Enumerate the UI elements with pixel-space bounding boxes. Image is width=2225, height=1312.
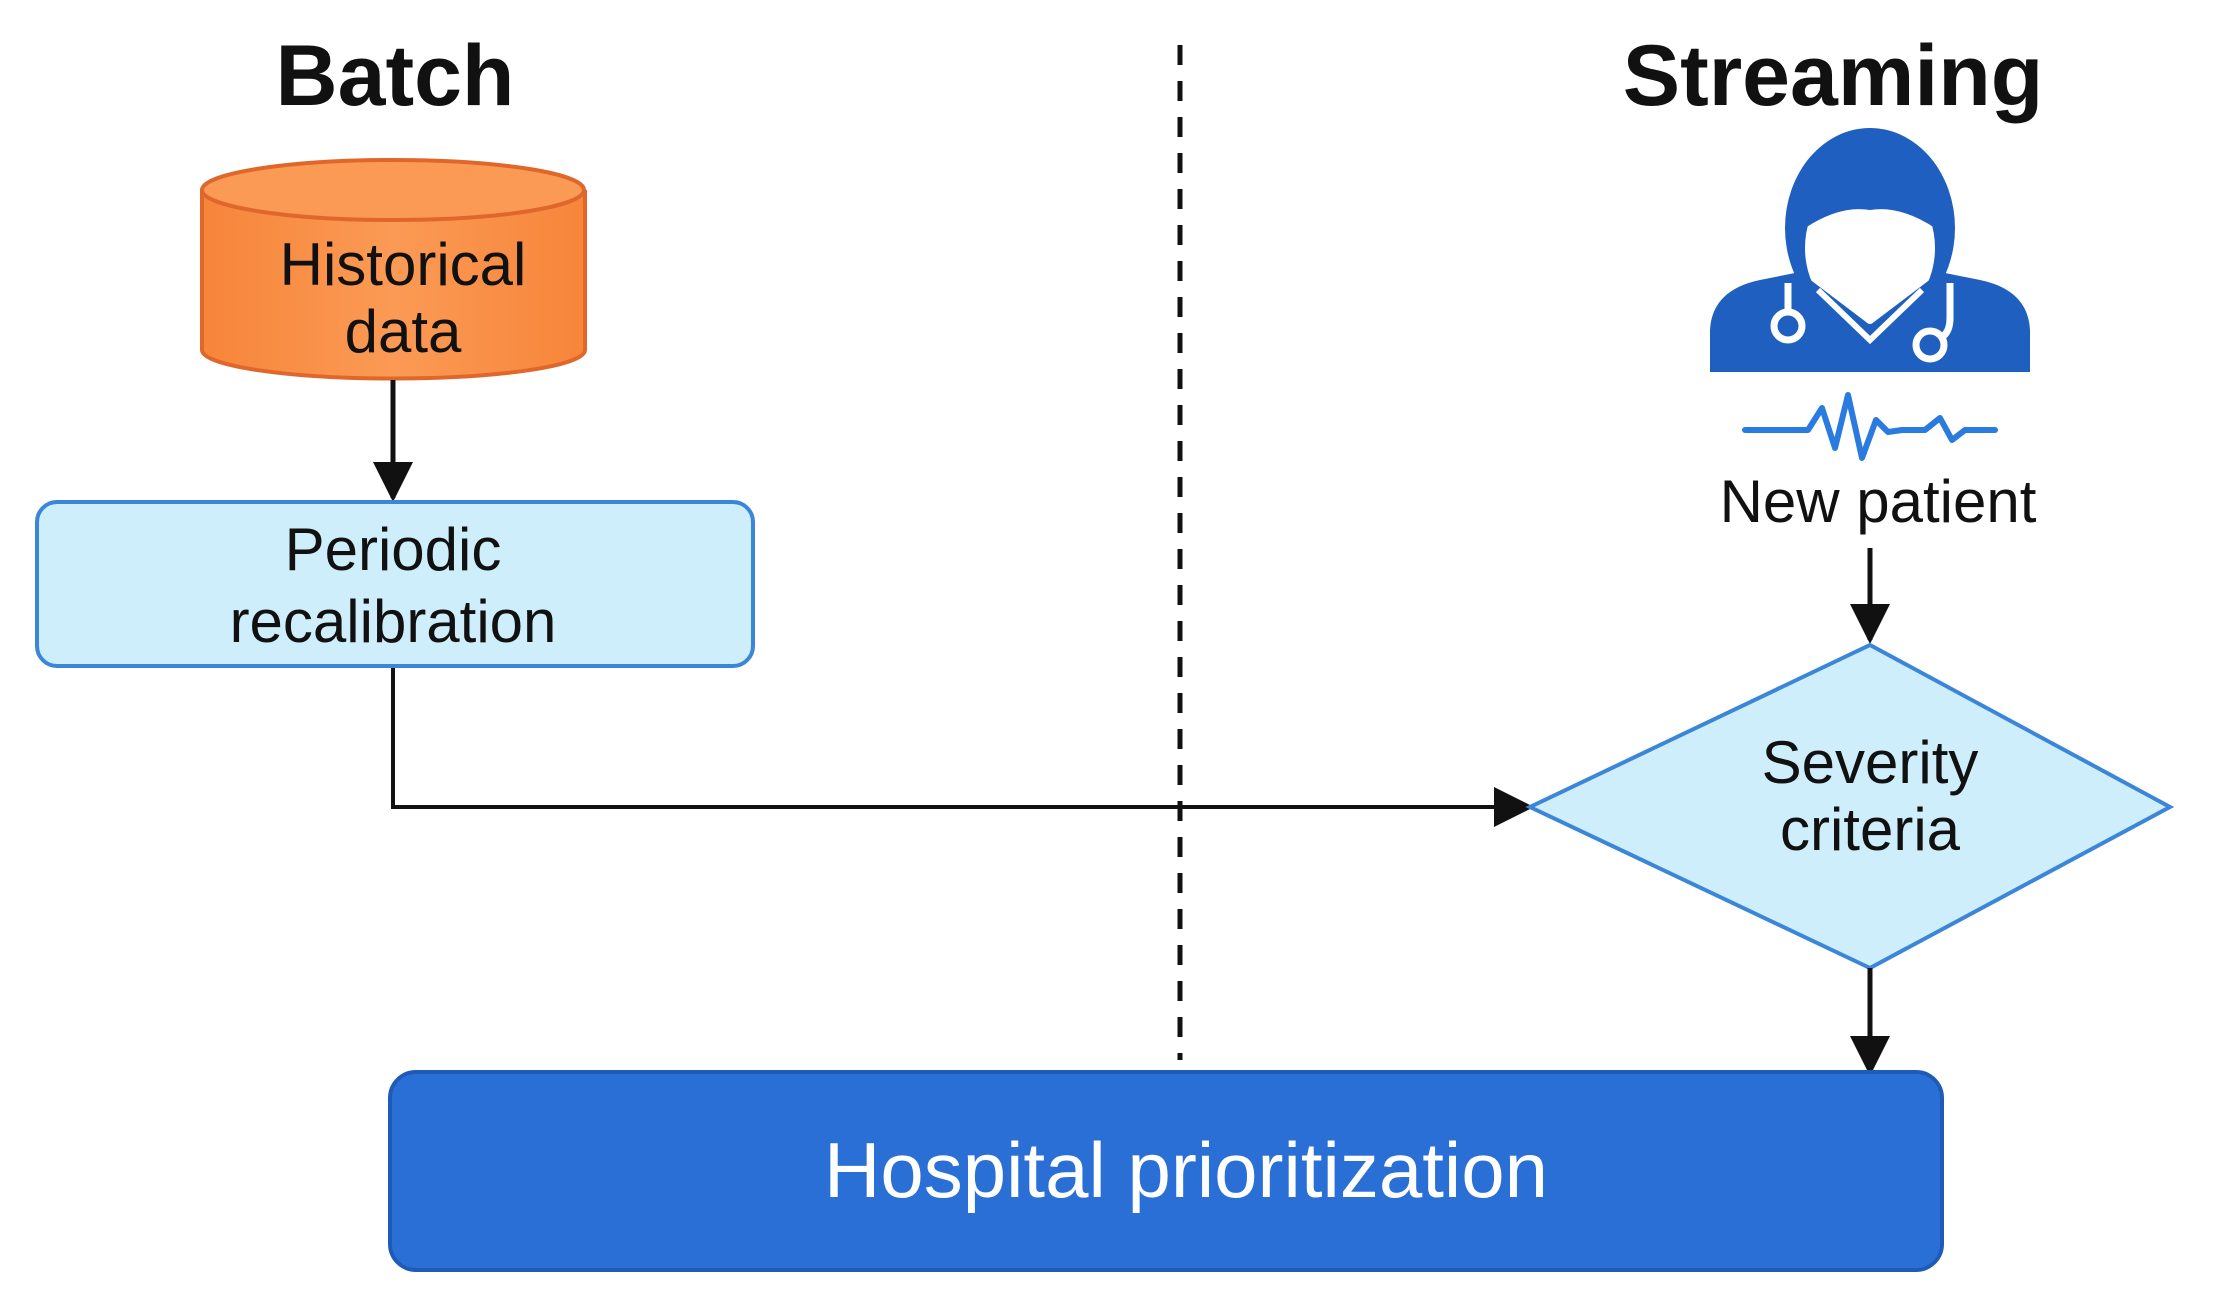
severity-criteria-label-line1: Severity bbox=[1762, 729, 1979, 796]
edge-recalibration-to-severity bbox=[391, 668, 1534, 827]
historical-data-label-line2: data bbox=[345, 298, 462, 365]
severity-criteria-label-line2: criteria bbox=[1780, 796, 1961, 863]
periodic-recalibration-box: Periodic recalibration bbox=[35, 500, 755, 668]
heartbeat-line-icon bbox=[1742, 392, 1998, 461]
batch-heading: Batch bbox=[276, 28, 515, 124]
streaming-heading: Streaming bbox=[1623, 28, 2044, 124]
historical-data-cylinder: Historical data bbox=[200, 158, 587, 381]
historical-data-label-line1: Historical bbox=[280, 231, 527, 298]
hospital-prioritization-box: Hospital prioritization bbox=[388, 1070, 1944, 1272]
severity-criteria-diamond: Severity criteria bbox=[1525, 642, 2175, 971]
new-patient-label: New patient bbox=[1720, 468, 2037, 535]
periodic-recalibration-label-line1: Periodic bbox=[285, 516, 502, 583]
periodic-recalibration-label-line2: recalibration bbox=[230, 588, 557, 655]
hospital-prioritization-label: Hospital prioritization bbox=[824, 1126, 1548, 1214]
doctor-with-stethoscope-icon bbox=[1710, 128, 2030, 372]
